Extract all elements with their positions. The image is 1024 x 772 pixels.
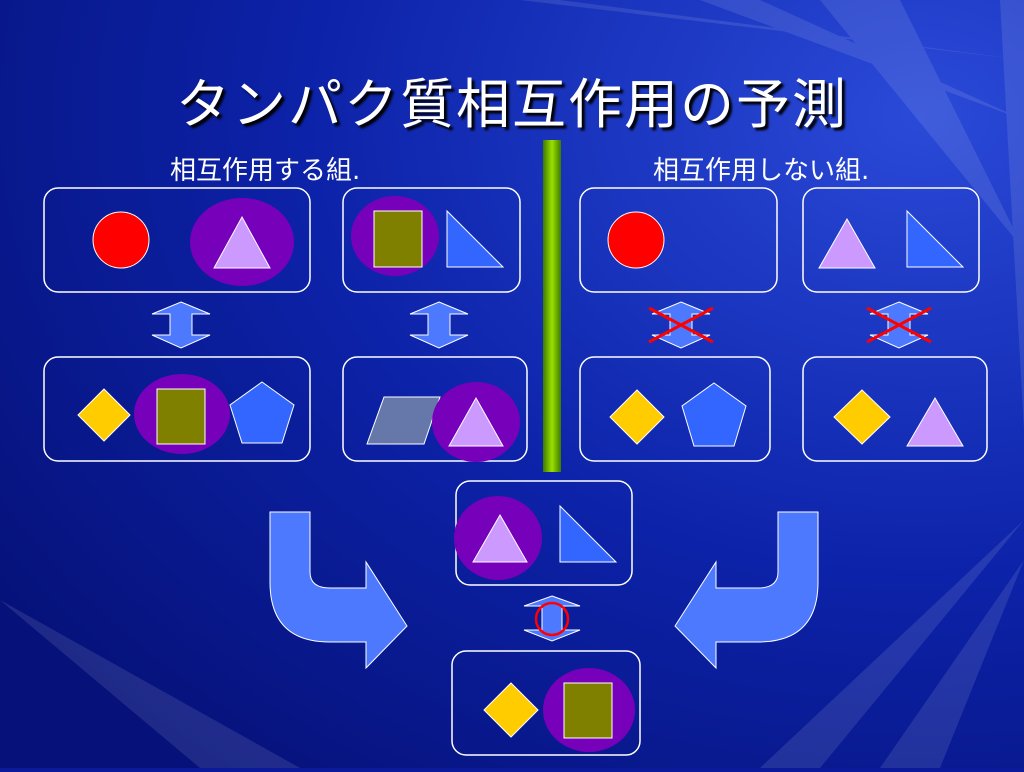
no-interaction-arrow-icon (648, 301, 714, 349)
flow-arrow-left-icon (269, 511, 408, 670)
protein-box (579, 187, 778, 293)
lilac-triangle-shape (906, 397, 964, 447)
gold-diamond-shape (833, 389, 891, 445)
predicted-interaction-arrow-icon (523, 595, 581, 642)
gold-diamond-shape (609, 389, 665, 445)
lilac-triangle-shape (448, 396, 504, 447)
protein-box (342, 356, 528, 462)
slate-parallelogram-shape (366, 396, 441, 445)
interaction-arrow-icon (151, 301, 211, 349)
protein-box (579, 356, 771, 462)
blue-pentagon-shape (681, 382, 747, 447)
protein-box (342, 187, 521, 293)
protein-box (43, 187, 311, 293)
slide-title: タンパク質相互作用の予測 (176, 73, 848, 136)
blue-pentagon-shape (229, 381, 295, 444)
red-circle-shape (607, 211, 665, 269)
interaction-arrow-icon (409, 301, 469, 349)
protein-box (451, 650, 641, 756)
red-circle-shape (92, 211, 150, 269)
lilac-triangle-shape (472, 513, 528, 563)
gold-diamond-shape (483, 682, 539, 738)
olive-square-shape (373, 210, 423, 268)
gold-diamond-shape (77, 388, 131, 442)
interacting-pairs-label: 相互作用する組. (170, 156, 361, 186)
protein-box (802, 187, 980, 293)
protein-box (802, 356, 988, 462)
blue-right-triangle-shape (446, 209, 505, 268)
no-interaction-arrow-icon (866, 301, 932, 349)
red-circle-mark-icon (534, 601, 570, 637)
flow-arrow-right-icon (674, 511, 819, 670)
lilac-triangle-shape (818, 217, 876, 269)
non-interacting-pairs-label: 相互作用しない組. (653, 156, 870, 186)
olive-square-shape (563, 682, 613, 739)
lilac-triangle-shape (213, 215, 271, 269)
protein-box (43, 356, 311, 462)
section-divider (543, 140, 561, 472)
blue-right-triangle-shape (906, 209, 965, 268)
blue-right-triangle-shape (559, 504, 618, 563)
olive-square-shape (156, 388, 206, 445)
